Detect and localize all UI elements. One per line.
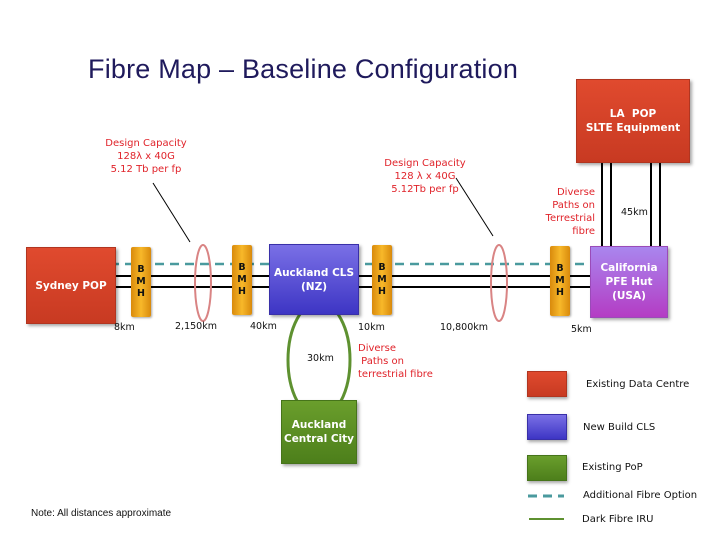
legend-swatch-existing-data-centre — [527, 371, 567, 397]
capacity-callout-line-right — [455, 177, 494, 237]
annotation-line: 128λ x 40G — [117, 151, 175, 162]
legend-swatch-existing-pop — [527, 455, 567, 481]
bmh-letter: H — [137, 288, 145, 299]
annotation-line: terrestrial fibre — [358, 369, 433, 380]
california-pfe-hut-node: California PFE Hut (USA) — [590, 246, 668, 318]
diverse-paths-nz-annotation: Diverse Paths on terrestrial fibre — [358, 342, 433, 381]
annotation-line: fibre — [572, 226, 595, 237]
sydney-pop-label: Sydney POP — [35, 279, 107, 292]
diverse-paths-us-annotation: Diverse Paths on Terrestrial fibre — [537, 186, 595, 238]
bmh-letter: B — [378, 262, 386, 273]
legend-label: Existing Data Centre — [586, 379, 690, 390]
capacity-callout-line-left — [152, 182, 191, 243]
california-label: California — [600, 262, 658, 274]
distance-label: 45km — [621, 207, 648, 218]
distance-note: Note: All distances approximate — [31, 508, 172, 519]
annotation-line: Design Capacity — [105, 138, 187, 149]
annotation-line: Terrestrial — [545, 213, 595, 224]
bmh-node: B M H — [232, 245, 252, 315]
distance-label: 10,800km — [440, 322, 488, 333]
legend-swatch-new-build-cls — [527, 414, 567, 440]
distance-label: 5km — [571, 324, 592, 335]
bmh-letter: B — [137, 264, 145, 275]
legend-label: New Build CLS — [583, 422, 656, 433]
bmh-node: B M H — [131, 247, 151, 317]
annotation-line: Diverse — [556, 187, 595, 198]
distance-label: 10km — [358, 322, 385, 333]
fibre-pair-ellipse-pacific — [490, 244, 508, 322]
bmh-letter: B — [238, 262, 246, 273]
legend-label: Dark Fibre IRU — [582, 514, 654, 525]
sydney-pop-node: Sydney POP — [26, 247, 116, 324]
bmh-letter: H — [238, 286, 246, 297]
distance-label: 2,150km — [175, 321, 217, 332]
fibre-pair-ellipse-tasman — [194, 244, 212, 322]
annotation-line: Paths on — [358, 356, 404, 367]
annotation-line: Paths on — [552, 200, 595, 211]
page-title: Fibre Map – Baseline Configuration — [88, 54, 519, 84]
auckland-cls-node: Auckland CLS (NZ) — [269, 244, 359, 315]
bmh-letter: M — [555, 275, 565, 286]
bmh-letter: M — [136, 276, 146, 287]
annotation-line: 5.12Tb per fp — [391, 184, 459, 195]
annotation-line: 128 λ x 40G — [394, 171, 456, 182]
bmh-node: B M H — [550, 246, 570, 316]
auckland-cls-label: Auckland CLS — [273, 266, 355, 279]
annotation-line: Diverse — [358, 343, 397, 354]
annotation-line: 5.12 Tb per fp — [110, 164, 182, 175]
design-capacity-annotation-left: Design Capacity 128λ x 40G 5.12 Tb per f… — [86, 137, 206, 176]
bmh-letter: H — [556, 287, 564, 298]
bmh-letter: M — [237, 274, 247, 285]
bmh-letter: M — [377, 274, 387, 285]
la-pop-sublabel: SLTE Equipment — [585, 122, 681, 134]
legend-label: Additional Fibre Option — [583, 490, 698, 501]
auckland-central-city-node: Auckland Central City — [281, 400, 357, 464]
california-country: (USA) — [612, 290, 646, 302]
annotation-line: Design Capacity — [384, 158, 466, 169]
california-sublabel: PFE Hut — [605, 276, 653, 288]
auckland-city-label: Auckland — [291, 419, 347, 431]
bmh-letter: B — [556, 263, 564, 274]
legend-label: Existing PoP — [582, 462, 643, 473]
design-capacity-annotation-right: Design Capacity 128 λ x 40G 5.12Tb per f… — [365, 157, 485, 196]
la-pop-label: LA POP — [609, 108, 657, 120]
auckland-city-sublabel: Central City — [283, 433, 354, 445]
bmh-letter: H — [378, 286, 386, 297]
distance-label: 8km — [114, 322, 135, 333]
bmh-node: B M H — [372, 245, 392, 315]
distance-label: 40km — [250, 321, 277, 332]
distance-label: 30km — [307, 353, 334, 364]
auckland-cls-sublabel: (NZ) — [301, 280, 327, 293]
la-pop-node: LA POP SLTE Equipment — [576, 79, 690, 163]
